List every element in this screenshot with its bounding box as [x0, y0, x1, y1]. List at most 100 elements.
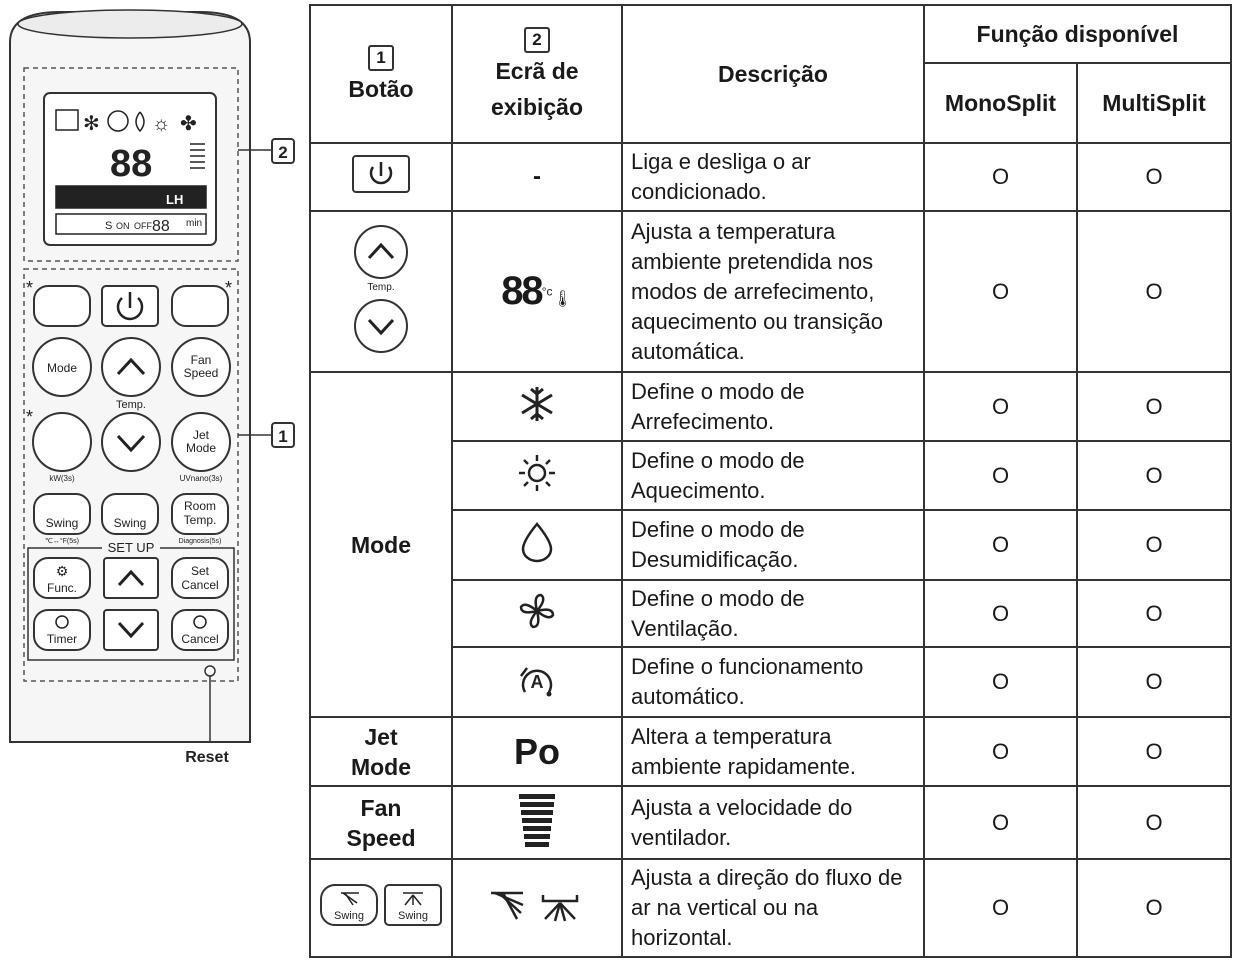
mono-cell: O — [923, 858, 1078, 958]
description-cell: Define o modo de Ventilação. — [621, 579, 925, 648]
callout-2-label: 2 — [278, 143, 287, 162]
mono-cell: O — [923, 371, 1078, 442]
temp-digits: 88 — [501, 269, 543, 313]
multi-cell: O — [1076, 716, 1232, 787]
dehumidify-icon — [521, 522, 553, 563]
header-display-num: 2 — [524, 26, 550, 53]
button-cell-temp: Temp. — [309, 210, 453, 373]
header-display-label-1: Ecrã de — [495, 57, 579, 84]
mono-cell: O — [923, 142, 1078, 212]
lcd-digits: 88 — [110, 143, 152, 185]
remote-temp-down-button[interactable] — [101, 412, 161, 472]
header-button-label: Botão — [348, 75, 414, 102]
remote-reset-label: Reset — [185, 749, 229, 766]
callout-1-box — [271, 422, 295, 448]
remote-setup-label: SET UP — [108, 540, 155, 555]
power-button-icon — [352, 155, 410, 193]
remote-cancel-label-a: Cancel — [181, 578, 218, 592]
button-cell-fan-speed: Fan Speed — [309, 785, 453, 860]
svg-text:✻: ✻ — [83, 113, 100, 135]
callout-2-box — [271, 138, 295, 164]
fan-icon — [519, 593, 555, 628]
remote-jet-mode-button[interactable] — [171, 412, 231, 472]
lcd-min: min — [186, 218, 202, 229]
remote-left-blank-button[interactable] — [33, 285, 91, 327]
function-table: 1 Botão 2 Ecrã de exibição Descrição Fun… — [309, 4, 1232, 958]
temp-small-label: Temp. — [367, 282, 394, 293]
chevron-up-icon — [116, 357, 146, 376]
fan-speed-bars-icon — [519, 793, 555, 847]
button-cell-power — [309, 142, 453, 212]
display-cell-swing — [451, 858, 623, 958]
display-cell-cool — [451, 371, 623, 442]
header-description: Descrição — [621, 4, 925, 144]
remote-temp-label: Temp. — [116, 399, 146, 411]
remote-fan-label-1: Fan — [191, 353, 212, 367]
mono-cell: O — [923, 646, 1078, 718]
lcd-lh: LH — [166, 192, 183, 207]
temp-buttons-icon: Temp. — [354, 224, 408, 353]
multi-cell: O — [1076, 142, 1232, 212]
jet-label-1: Jet — [364, 723, 398, 750]
buttons-area-outline — [23, 268, 239, 682]
remote-top-cap — [17, 9, 243, 39]
remote-cancel-button[interactable] — [171, 609, 229, 651]
remote-room-label-1: Room — [184, 499, 216, 513]
lcd-on: ON — [116, 221, 130, 231]
remote-mode-button[interactable] — [32, 337, 92, 397]
header-monosplit: MonoSplit — [923, 62, 1078, 144]
description-cell: Ajusta a temperatura ambiente pretendida… — [621, 210, 925, 373]
remote-control-illustration: ✻ ☼ ✤ 88 LH S ON OFF 88 min 2 1 * * Mode… — [9, 9, 295, 766]
remote-fan-label-2: Speed — [184, 366, 219, 380]
multi-cell: O — [1076, 509, 1232, 581]
description-cell: Define o modo de Aquecimento. — [621, 440, 925, 511]
remote-temp-up-button[interactable] — [101, 337, 161, 397]
remote-horizontal-swing-button[interactable] — [101, 493, 159, 535]
remote-fan-speed-button[interactable] — [171, 337, 231, 397]
display-cell-temp: 88°c🌡 — [451, 210, 623, 373]
swing-label-b: Swing — [398, 910, 428, 922]
remote-room-temp-button[interactable] — [171, 493, 229, 535]
remote-kw-label: kW(3s) — [49, 474, 75, 483]
mono-cell: O — [923, 210, 1078, 373]
svg-text:☼: ☼ — [152, 113, 170, 135]
remote-swing-sub-left: ℃↔°F(5s) — [45, 537, 79, 545]
chevron-up-icon — [117, 569, 145, 587]
mono-cell: O — [923, 785, 1078, 860]
remote-setup-up-button[interactable] — [103, 557, 159, 599]
remote-setup-down-button[interactable] — [103, 609, 159, 651]
multi-cell: O — [1076, 210, 1232, 373]
svg-text:✤: ✤ — [180, 113, 197, 135]
display-cell-fan-speed — [451, 785, 623, 860]
description-cell: Define o modo de Arrefecimento. — [621, 371, 925, 442]
remote-vertical-swing-button[interactable] — [33, 493, 91, 535]
remote-diagnosis-label: Diagnosis(5s) — [179, 538, 222, 545]
button-cell-jet-mode: Jet Mode — [309, 716, 453, 787]
lcd-timer-digits: 88 — [152, 218, 170, 235]
description-cell: Define o modo de Desumidificação. — [621, 509, 925, 581]
heat-icon — [519, 454, 555, 491]
swing-label-a: Swing — [334, 910, 364, 922]
thermometer-icon: 🌡 — [552, 291, 573, 308]
remote-set-cancel-button[interactable] — [171, 557, 229, 599]
remote-kw-button[interactable] — [32, 412, 92, 472]
multi-cell: O — [1076, 646, 1232, 718]
button-cell-mode: Mode — [309, 371, 453, 718]
remote-func-button[interactable] — [33, 557, 91, 599]
remote-swing-label-1: Swing — [46, 516, 79, 530]
remote-jet-label-2: Mode — [186, 441, 216, 455]
display-cell-fan — [451, 579, 623, 648]
remote-reset-button[interactable] — [204, 665, 216, 677]
mono-cell: O — [923, 440, 1078, 511]
cool-icon — [521, 386, 553, 421]
description-cell: Ajusta a direção do fluxo de ar na verti… — [621, 858, 925, 958]
remote-timer-button[interactable] — [33, 609, 91, 651]
remote-jet-label-1: Jet — [193, 428, 210, 442]
display-cell-jet: Po — [451, 716, 623, 787]
display-cell-dehumidify — [451, 509, 623, 581]
remote-right-blank-button[interactable] — [171, 285, 229, 327]
gear-icon: ⚙ — [56, 563, 69, 579]
table-row: Define o modo de Ventilação. O O — [310, 579, 1232, 648]
remote-cancel-label-b: Cancel — [181, 632, 218, 646]
auto-icon: A — [520, 667, 553, 697]
